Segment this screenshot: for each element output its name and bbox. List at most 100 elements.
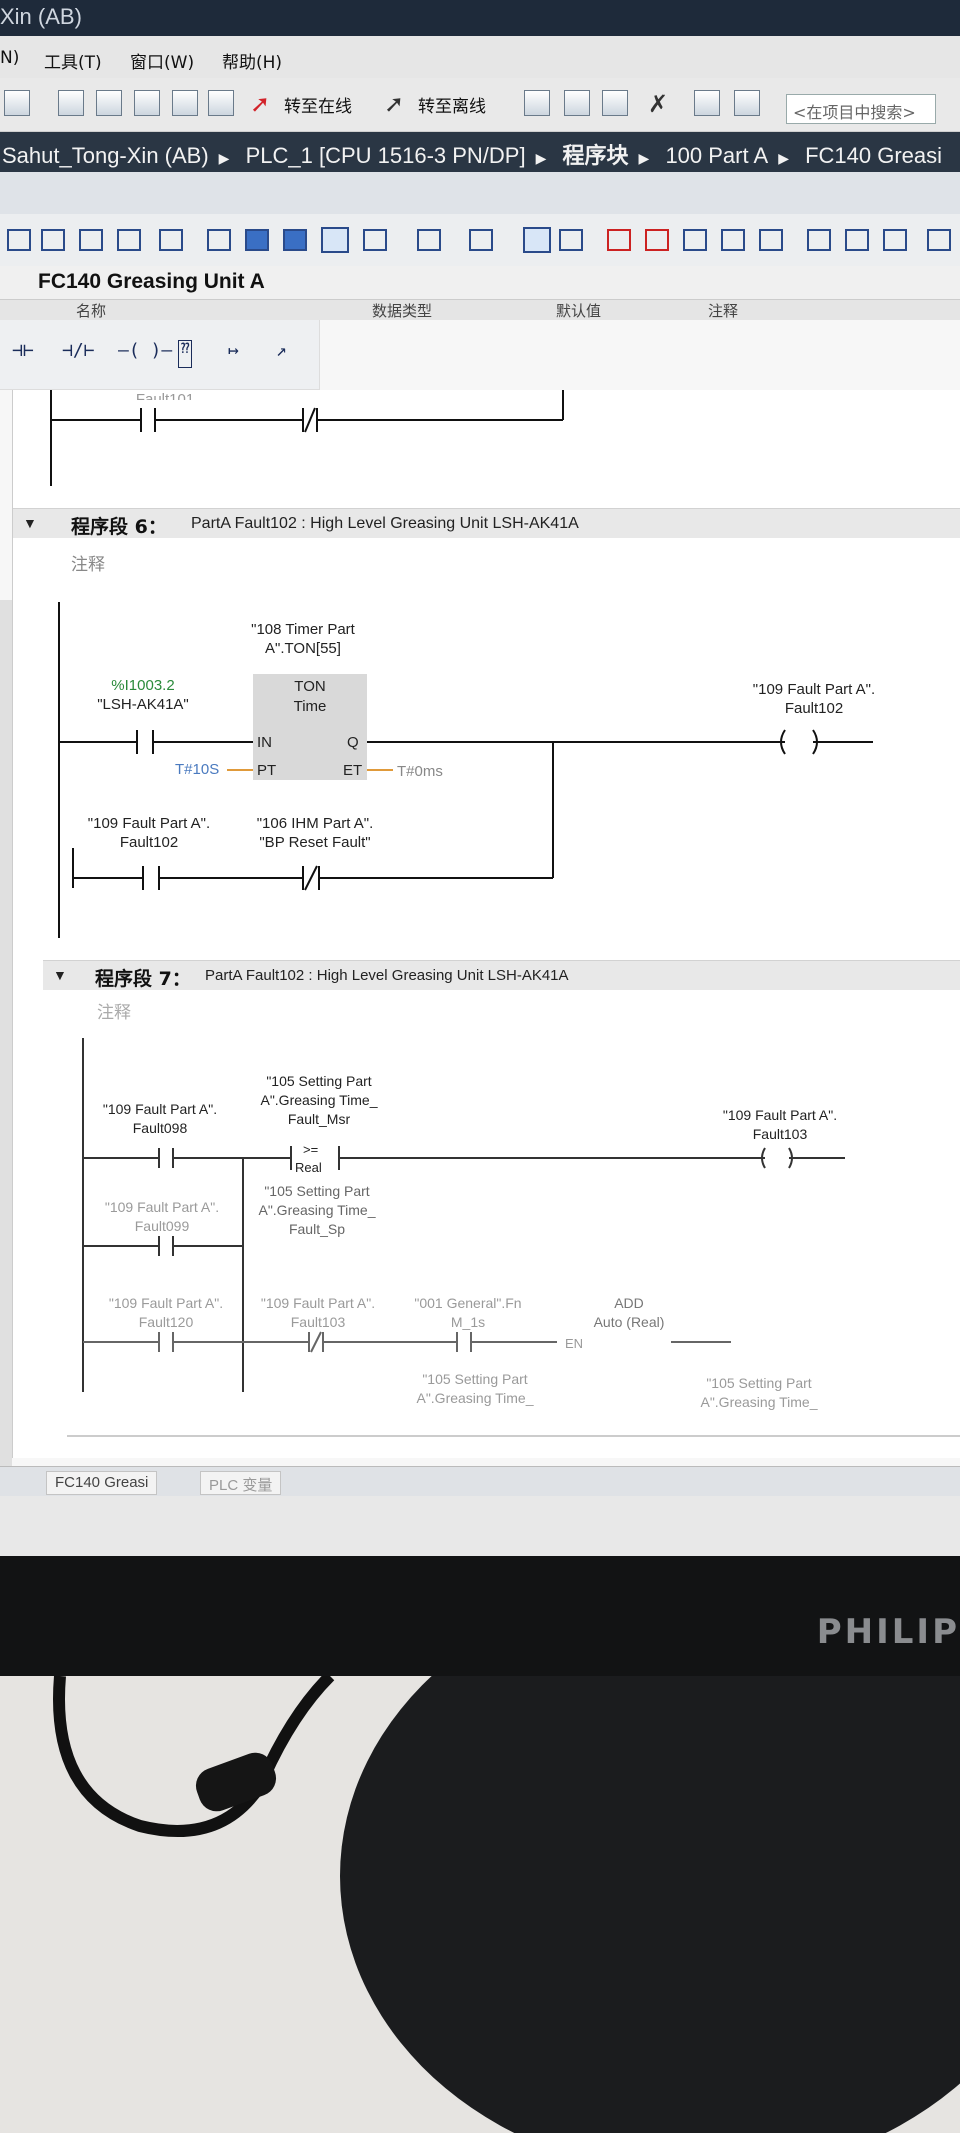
network-6-header[interactable]: ▼ 程序段 6： PartA Fault102 : High Level Gre… [13,508,960,538]
n7-c4-operand[interactable]: "109 Fault Part A". Fault103 [253,1294,383,1332]
block-title: FC140 Greasing Unit A [38,270,265,293]
insert-network-icon [7,229,31,251]
n7-cmp-operand-b[interactable]: "105 Setting Part A".Greasing Time_ Faul… [247,1182,387,1239]
interface-column-datatype[interactable]: 数据类型 [372,302,433,320]
network-6-title[interactable]: PartA Fault102 : High Level Greasing Uni… [191,515,579,532]
n7-cmp-b-line2: A".Greasing Time_ [258,1202,376,1218]
n7-c4-slash [310,1331,322,1353]
no-contact-button[interactable]: ⊣⊢ [12,340,34,361]
start-cpu-icon[interactable] [564,90,590,116]
ton-sub-label: Time [293,698,327,715]
n7-add-out-line1: "105 Setting Part [706,1375,812,1391]
breadcrumb-plc[interactable]: PLC_1 [CPU 1516-3 PN/DP] [245,143,526,168]
compile-icon[interactable] [58,90,84,116]
n7-coil-left [761,1147,766,1169]
n6-coil-operand[interactable]: "109 Fault Part A". Fault102 [729,680,899,718]
project-search-input[interactable]: <在项目中搜索> [786,94,936,124]
menu-item-help[interactable]: 帮助(H) [222,53,283,73]
bookmark-icon [559,229,583,251]
n7-c3-operand[interactable]: "109 Fault Part A". Fault120 [101,1294,231,1332]
prev-label-a: Fault101 [135,391,195,400]
left-splitter-strip[interactable] [0,600,12,1500]
ton-timer-box[interactable] [253,674,367,780]
download-icon[interactable] [96,90,122,116]
network-6-number: 程序段 6： [71,516,167,538]
comment-line-icon [883,229,907,251]
menu-item-tools[interactable]: 工具(T) [44,53,102,73]
n6-seal-operand[interactable]: "109 Fault Part A". Fault102 [79,814,219,852]
n6-reset-operand[interactable]: "106 IHM Part A". "BP Reset Fault" [245,814,385,852]
n7-cmp-a-line3: Fault_Msr [287,1111,351,1127]
undo-icon[interactable] [4,90,30,116]
interface-column-name[interactable]: 名称 [76,302,107,320]
tab-plc-tags[interactable]: PLC 变量 [200,1471,282,1495]
interface-column-comment[interactable]: 注释 [708,302,739,320]
network-7-number: 程序段 7： [95,968,191,990]
indent-icon [807,229,831,251]
split-vertical-icon[interactable] [734,90,760,116]
upload-icon[interactable] [134,90,160,116]
breadcrumb-program-blocks[interactable]: 程序块 [562,144,629,169]
n6-nc-slash [304,865,318,891]
editor-toolbar-icons [7,227,951,253]
n7-add-name: ADD [614,1295,644,1311]
stop-cpu-icon[interactable] [602,90,628,116]
n6-seal-line1: "109 Fault Part A". [87,815,211,832]
open-branch-button[interactable]: ↦ [228,340,239,361]
n7-cmp-operand-a[interactable]: "105 Setting Part A".Greasing Time_ Faul… [249,1072,389,1129]
n7-add-box[interactable]: ADD Auto (Real) [569,1294,689,1332]
breadcrumb-folder[interactable]: 100 Part A [665,143,769,168]
n7-add-out-operand[interactable]: "105 Setting Part A".Greasing Time_ [689,1374,829,1412]
accessible-devices-icon[interactable] [524,90,550,116]
n6-coil-line2: Fault102 [784,700,844,717]
tab-fc140[interactable]: FC140 Greasi [46,1471,158,1495]
menu-item-edit[interactable]: N) [0,48,20,68]
n7-cmp-op: >= [303,1142,319,1157]
go-online-button[interactable]: 转至在线 [284,97,352,117]
n6-timer-instance-line2: A".TON[55] [265,640,341,657]
go-offline-icon[interactable]: ➚ [384,91,405,118]
editor-tabs-bar: FC140 Greasi PLC 变量 [0,1466,960,1496]
network-6-collapse-icon[interactable]: ▼ [23,515,37,531]
simulation-icon[interactable] [172,90,198,116]
split-horizontal-icon[interactable] [694,90,720,116]
n7-cmp-b-line1: "105 Setting Part [264,1183,370,1199]
n7-c5-operand[interactable]: "001 General".Fn M_1s [403,1294,533,1332]
n7-cmp-a-line2: A".Greasing Time_ [260,1092,378,1108]
nc-contact-button[interactable]: ⊣/⊢ [62,340,95,361]
monitor-bezel [0,1556,960,1676]
network-7-collapse-icon[interactable]: ▼ [53,967,67,983]
network-6-comment[interactable]: 注释 [71,555,105,575]
network-view-icon [523,227,551,253]
block-interface-header: 名称 数据类型 默认值 注释 [0,300,960,320]
device-icon[interactable] [208,90,234,116]
n7-c1-line1: "109 Fault Part A". [102,1101,218,1117]
n6-pt-value[interactable]: T#10S [175,761,220,778]
cross-reference-icon[interactable]: ✗ [648,91,669,118]
empty-box-button[interactable]: ⁇ [178,340,193,368]
network-7-title[interactable]: PartA Fault102 : High Level Greasing Uni… [205,967,569,984]
absolute-operands-icon [207,229,231,251]
n6-timer-instance[interactable]: "108 Timer Part A".TON[55] [223,620,383,658]
menu-item-window[interactable]: 窗口(W) [130,53,195,73]
ton-pin-pt: PT [257,762,277,779]
breadcrumb-block[interactable]: FC140 Greasi [805,143,943,168]
monitor-icon [683,229,707,251]
network-7-comment[interactable]: 注释 [97,1003,131,1023]
delete-error-icon [645,229,669,251]
go-online-icon[interactable]: ➚ [250,91,271,118]
n6-contact-operand[interactable]: %I1003.2 "LSH-AK41A" [83,676,203,714]
n7-c1-operand[interactable]: "109 Fault Part A". Fault098 [95,1100,225,1138]
network-7-header[interactable]: ▼ 程序段 7： PartA Fault102 : High Level Gre… [43,960,960,990]
interface-column-default[interactable]: 默认值 [556,302,602,320]
close-branch-button[interactable]: ↗ [276,340,287,361]
breadcrumb-project[interactable]: Sahut_Tong-Xin (AB) [2,143,209,168]
n6-et-value[interactable]: T#0ms [397,763,443,780]
coil-button[interactable]: –( )– [118,340,173,361]
go-offline-button[interactable]: 转至离线 [418,97,486,117]
n7-add-in-line2: A".Greasing Time_ [416,1390,534,1406]
assign-icon [469,229,493,251]
n7-add-in-operand[interactable]: "105 Setting Part A".Greasing Time_ [405,1370,545,1408]
n7-coil-operand[interactable]: "109 Fault Part A". Fault103 [705,1106,855,1144]
n7-c2-operand[interactable]: "109 Fault Part A". Fault099 [97,1198,227,1236]
